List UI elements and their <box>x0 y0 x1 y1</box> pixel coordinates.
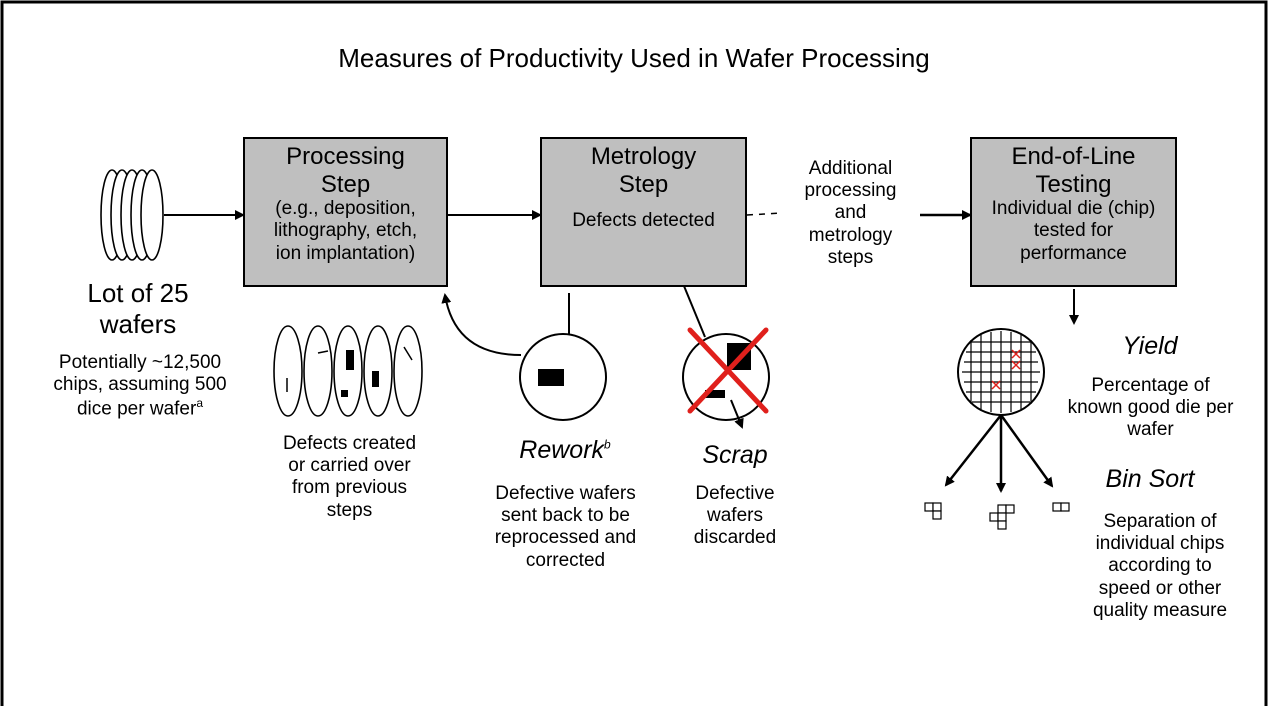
binsort-title: Bin Sort <box>1105 465 1195 493</box>
bin-arrow-left <box>944 414 1002 487</box>
rework-description: Defective wafers sent back to be reproce… <box>494 483 637 571</box>
rework-return-arrow <box>441 293 522 356</box>
lot-description: Potentially ~12,500 chips, assuming 500 … <box>53 352 227 420</box>
yield-description: Percentage of known good die per wafer <box>1067 375 1234 441</box>
tested-wafer-icon <box>957 328 1045 416</box>
bin-chips-left-icon <box>924 502 942 520</box>
fail-marks <box>991 349 1021 390</box>
rework-title: Reworkb <box>519 436 611 464</box>
wafer-lot-icon <box>100 169 164 261</box>
processing-step-box: Processing Step (e.g., deposition, litho… <box>243 137 448 287</box>
additional-steps-label: Additional processing and metrology step… <box>804 158 897 268</box>
defects-label: Defects created or carried over from pre… <box>282 433 417 521</box>
scrap-title: Scrap <box>702 441 768 469</box>
yield-title: Yield <box>1122 332 1178 360</box>
scrap-x-icon <box>687 327 769 414</box>
endofline-heading: End-of-Line Testing <box>1011 143 1136 198</box>
bin-arrow-right <box>999 414 1054 488</box>
processing-step-examples: (e.g., deposition, lithography, etch, io… <box>273 198 418 264</box>
metrology-step-detail: Defects detected <box>572 210 715 232</box>
metrology-step-box: Metrology Step Defects detected <box>540 137 747 287</box>
endofline-testing-box: End-of-Line Testing Individual die (chip… <box>970 137 1177 287</box>
scrap-exit-arrow <box>730 399 744 429</box>
scrap-description: Defective wafers discarded <box>693 483 777 549</box>
rework-defect-mark <box>538 369 564 386</box>
defect-marks <box>286 346 413 397</box>
arrow-metrology-to-additional <box>746 212 783 216</box>
defect-wafers-icon <box>273 325 423 417</box>
metrology-to-scrap-line <box>683 285 706 338</box>
lot-label: Lot of 25 wafers <box>87 278 189 340</box>
metrology-step-heading: Metrology Step <box>590 143 697 198</box>
binsort-description: Separation of individual chips according… <box>1092 511 1228 621</box>
diagram-title: Measures of Productivity Used in Wafer P… <box>338 43 930 73</box>
endofline-detail: Individual die (chip) tested for perform… <box>991 198 1156 264</box>
bin-chips-right-icon <box>1052 502 1070 512</box>
processing-step-heading: Processing Step <box>286 143 405 198</box>
bin-chips-middle-icon <box>989 504 1015 530</box>
